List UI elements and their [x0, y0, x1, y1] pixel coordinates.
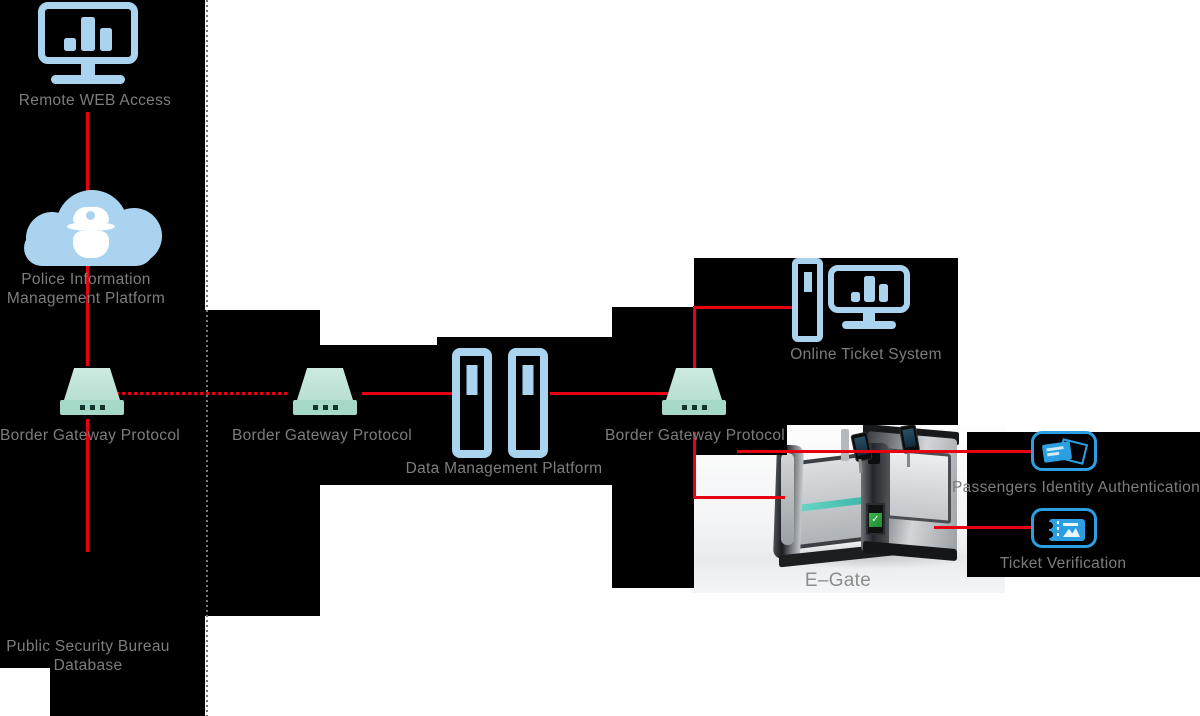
- panel-left-column: [0, 0, 205, 716]
- label-psb-line1: Public Security Bureau: [6, 638, 170, 655]
- id-card-scan-icon: [1031, 431, 1097, 471]
- egate-photo: ✓: [691, 425, 1005, 593]
- label-bgp-1: Border Gateway Protocol: [0, 427, 181, 444]
- panel-online-ticket: [694, 258, 958, 425]
- label-bgp-2: Border Gateway Protocol: [231, 427, 413, 444]
- label-passengers-identity-authentication: Passengers Identity Authentication: [952, 479, 1200, 496]
- link-dmp-to-router3: [550, 392, 668, 395]
- police-face-icon: [73, 231, 109, 258]
- label-ticket-verification: Ticket Verification: [999, 555, 1127, 572]
- label-egate: E–Gate: [804, 570, 872, 591]
- desktop-monitor-icon: [828, 265, 910, 329]
- link-router3-up: [693, 306, 696, 369]
- label-remote-web-access: Remote WEB Access: [18, 92, 172, 109]
- label-online-ticket-system: Online Ticket System: [790, 346, 942, 363]
- router-icon-3: [662, 368, 726, 415]
- link-egate-to-identity: [737, 450, 1033, 453]
- green-check-icon: ✓: [869, 513, 882, 527]
- police-cloud-icon: [20, 190, 162, 268]
- router-icon-2: [293, 368, 357, 415]
- server-tower-icon: [508, 348, 548, 458]
- link-egate-to-ticket: [934, 526, 1032, 529]
- label-data-management-platform: Data Management Platform: [405, 460, 603, 477]
- link-cloud-to-router1: [86, 266, 89, 366]
- desktop-tower-icon: [792, 258, 823, 342]
- gate-pole: [841, 429, 849, 461]
- link-web-to-cloud: [86, 112, 89, 192]
- ticket-icon: [1031, 508, 1097, 548]
- monitor-chart-icon: [38, 2, 138, 84]
- label-psb-line2: Database: [53, 656, 123, 674]
- link-to-egate: [693, 496, 785, 499]
- label-bgp-3: Border Gateway Protocol: [604, 427, 786, 444]
- left-gate-pillar-face: [781, 453, 794, 545]
- label-police-platform-line2: Management Platform: [6, 289, 166, 307]
- link-to-online-ticket: [693, 306, 793, 309]
- link-router2-to-dmp: [362, 392, 454, 395]
- link-router1-to-database: [86, 419, 89, 552]
- server-tower-icon: [452, 348, 492, 458]
- right-gate-panel: [887, 448, 951, 524]
- panel-left-notch: [0, 668, 50, 716]
- link-router1-to-router2-dotted: [116, 392, 288, 395]
- link-router3-down: [693, 432, 696, 499]
- dotted-separator-line: [206, 0, 208, 716]
- router-icon-1: [60, 368, 124, 415]
- face-terminal-stand: [907, 451, 910, 467]
- label-police-platform-line1: Police Information: [21, 271, 151, 288]
